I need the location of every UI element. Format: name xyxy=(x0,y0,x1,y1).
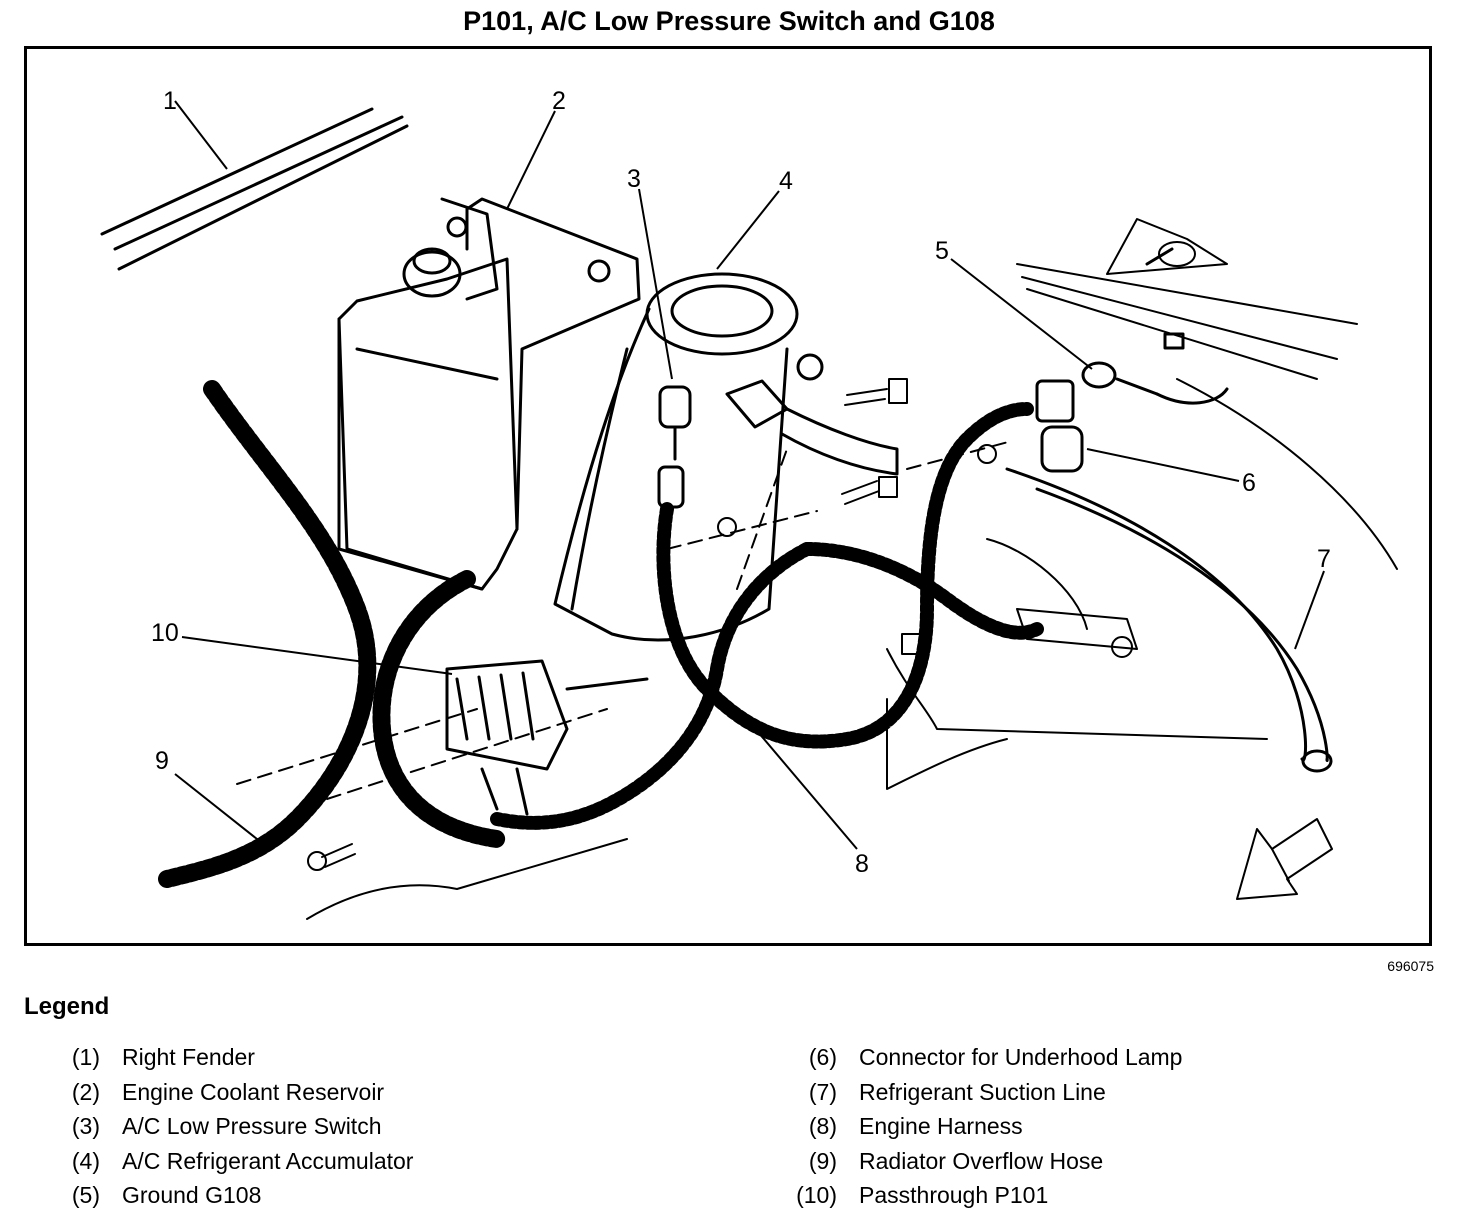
legend-label: Ground G108 xyxy=(122,1182,262,1208)
diagram-frame: 1 2 3 4 5 6 7 8 9 10 xyxy=(24,46,1432,946)
callout-3: 3 xyxy=(627,165,641,193)
legend-item-7: (7) Refrigerant Suction Line xyxy=(777,1079,1106,1106)
passthrough-drawing xyxy=(445,659,649,816)
background-lines xyxy=(306,218,1398,920)
legend-label: A/C Low Pressure Switch xyxy=(122,1113,382,1139)
callout-10: 10 xyxy=(151,619,179,647)
legend-label: Connector for Underhood Lamp xyxy=(859,1044,1183,1070)
bolts-drawing xyxy=(307,378,997,871)
legend-num: (3) xyxy=(71,1113,100,1139)
figure-id: 696075 xyxy=(1387,958,1434,974)
coolant-reservoir-drawing xyxy=(337,197,641,591)
callout-7: 7 xyxy=(1317,545,1331,573)
ground-connector-drawing xyxy=(1035,247,1229,473)
suction-line-drawing xyxy=(1005,467,1333,773)
legend-num: (8) xyxy=(808,1113,837,1139)
legend-label: Right Fender xyxy=(122,1044,255,1070)
overflow-hose-drawing xyxy=(158,380,506,888)
callout-5: 5 xyxy=(935,237,949,265)
legend-item-9: (9) Radiator Overflow Hose xyxy=(777,1148,1103,1175)
legend-label: Refrigerant Suction Line xyxy=(859,1079,1106,1105)
direction-arrow-icon xyxy=(1236,818,1333,900)
legend-num: (4) xyxy=(71,1148,100,1174)
pressure-switch-drawing xyxy=(657,353,899,509)
legend-label: Engine Coolant Reservoir xyxy=(122,1079,385,1105)
callout-9: 9 xyxy=(155,747,169,775)
diagram-title: P101, A/C Low Pressure Switch and G108 xyxy=(463,6,995,36)
engine-harness-drawing xyxy=(490,402,1044,830)
legend-num: (10) xyxy=(796,1182,837,1208)
legend-num: (7) xyxy=(808,1079,837,1105)
legend-num: (9) xyxy=(808,1148,837,1174)
legend-item-6: (6) Connector for Underhood Lamp xyxy=(777,1044,1183,1071)
legend-label: Passthrough P101 xyxy=(859,1182,1049,1208)
callout-6: 6 xyxy=(1242,469,1256,497)
legend-item-4: (4) A/C Refrigerant Accumulator xyxy=(40,1148,414,1175)
legend-heading: Legend xyxy=(24,993,110,1020)
callout-2: 2 xyxy=(552,87,566,115)
legend-label: Radiator Overflow Hose xyxy=(859,1148,1104,1174)
leader-lines xyxy=(174,100,1325,850)
assembly-dash-lines xyxy=(236,440,1013,800)
legend-label: A/C Refrigerant Accumulator xyxy=(122,1148,414,1174)
legend-label: Engine Harness xyxy=(859,1113,1023,1139)
callout-8: 8 xyxy=(855,850,869,878)
engine-bay-illustration xyxy=(100,100,1398,920)
legend-num: (1) xyxy=(71,1044,100,1070)
callout-4: 4 xyxy=(779,167,793,195)
right-fender-drawing xyxy=(100,107,409,271)
legend-item-2: (2) Engine Coolant Reservoir xyxy=(40,1079,384,1106)
legend-item-3: (3) A/C Low Pressure Switch xyxy=(40,1113,382,1140)
legend-num: (2) xyxy=(71,1079,100,1105)
legend-item-5: (5) Ground G108 xyxy=(40,1182,262,1209)
legend-item-8: (8) Engine Harness xyxy=(777,1113,1023,1140)
legend-num: (6) xyxy=(808,1044,837,1070)
legend-item-1: (1) Right Fender xyxy=(40,1044,255,1071)
legend-num: (5) xyxy=(71,1182,100,1208)
callout-1: 1 xyxy=(163,87,177,115)
legend-item-10: (10) Passthrough P101 xyxy=(777,1182,1048,1209)
